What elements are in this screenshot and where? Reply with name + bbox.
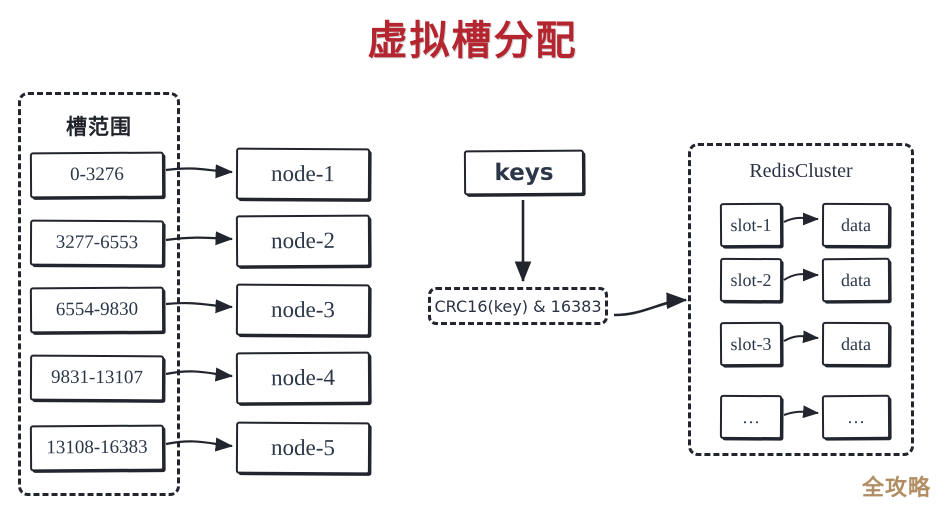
slot-range-box-3[interactable]: 6554-9830	[29, 286, 165, 334]
cluster-data-box-4[interactable]: …	[821, 394, 891, 440]
slot-range-heading: 槽范围	[66, 115, 132, 139]
keys-label: keys	[494, 159, 554, 186]
cluster-data-box-1[interactable]: data	[821, 202, 891, 248]
node-box-1[interactable]: node-1	[235, 147, 371, 201]
hash-formula-box[interactable]: CRC16(key) & 16383	[428, 287, 608, 325]
cluster-slot-box-1[interactable]: slot-1	[719, 202, 783, 248]
slot-range-label: 6554-9830	[55, 298, 139, 321]
slot-range-label: 9831-13107	[51, 366, 143, 389]
slot-range-label: 13108-16383	[46, 436, 148, 459]
cluster-slot-label: …	[741, 406, 761, 427]
cluster-data-label: …	[846, 406, 866, 427]
cluster-data-label: data	[840, 269, 872, 290]
keys-box[interactable]: keys	[463, 149, 585, 196]
slot-range-box-2[interactable]: 3277-6553	[29, 219, 165, 267]
node-label: node-4	[270, 364, 336, 391]
node-label: node-3	[271, 296, 336, 323]
node-box-3[interactable]: node-3	[235, 283, 371, 337]
node-box-5[interactable]: node-5	[235, 421, 371, 475]
slot-range-label: 0-3276	[70, 163, 124, 186]
hash-formula-label: CRC16(key) & 16383	[434, 296, 602, 316]
slot-range-box-5[interactable]: 13108-16383	[29, 424, 165, 472]
cluster-data-label: data	[840, 333, 872, 354]
slot-range-box-1[interactable]: 0-3276	[29, 151, 165, 199]
slot-range-box-4[interactable]: 9831-13107	[29, 354, 165, 402]
node-label: node-5	[271, 434, 336, 461]
watermark: 全攻略	[861, 476, 931, 501]
arrow-hash-to-cluster	[613, 292, 688, 317]
cluster-slot-label: slot-3	[730, 333, 772, 354]
cluster-slot-box-2[interactable]: slot-2	[719, 257, 783, 303]
cluster-slot-box-4[interactable]: …	[719, 394, 783, 440]
node-label: node-1	[271, 160, 336, 187]
rediscluster-panel: RedisCluster	[688, 143, 914, 456]
slot-range-label: 3277-6553	[55, 231, 139, 254]
cluster-data-box-2[interactable]: data	[821, 257, 891, 303]
cluster-slot-label: slot-1	[730, 214, 772, 235]
node-label: node-2	[270, 227, 336, 254]
cluster-slot-label: slot-2	[730, 269, 772, 290]
page-title: 虚拟槽分配	[367, 18, 578, 64]
node-box-2[interactable]: node-2	[235, 214, 371, 268]
cluster-data-label: data	[840, 214, 872, 235]
cluster-slot-box-3[interactable]: slot-3	[719, 321, 783, 367]
node-box-4[interactable]: node-4	[235, 351, 371, 405]
slot-range-panel: 槽范围	[18, 92, 180, 496]
cluster-data-box-3[interactable]: data	[821, 321, 891, 367]
rediscluster-heading: RedisCluster	[749, 160, 853, 182]
